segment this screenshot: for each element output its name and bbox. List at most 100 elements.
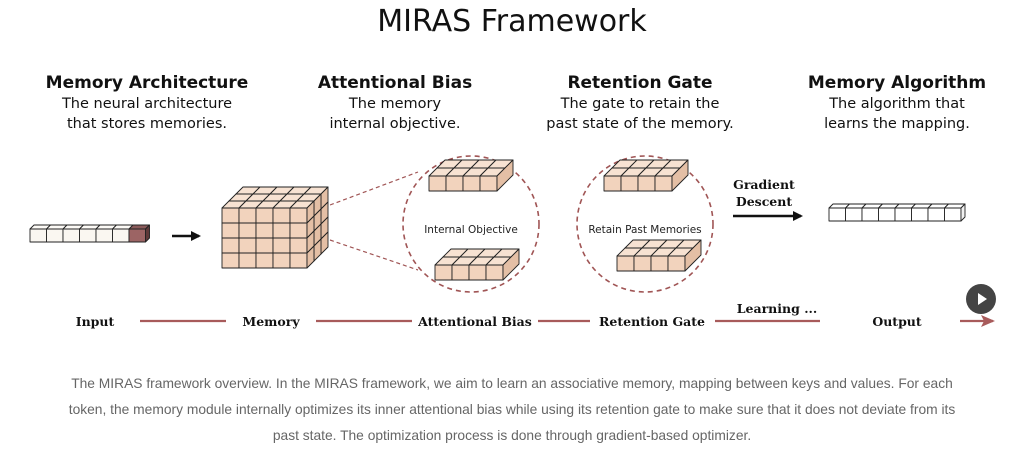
grid-front-cell bbox=[462, 175, 481, 192]
grid-front-cell bbox=[603, 175, 622, 192]
column-heading: Memory Architecture bbox=[45, 73, 249, 93]
token-cell bbox=[128, 228, 146, 243]
token-cell bbox=[878, 207, 896, 222]
token-cell bbox=[828, 207, 846, 222]
cube-cell bbox=[255, 237, 274, 254]
grid-front-cell bbox=[637, 175, 656, 192]
cube-cell bbox=[289, 207, 308, 224]
cube-cell bbox=[289, 237, 308, 254]
internal-objective-grid-top bbox=[428, 159, 514, 192]
token-cell bbox=[29, 228, 47, 243]
play-icon[interactable] bbox=[966, 284, 996, 314]
cube-cell bbox=[238, 252, 257, 269]
grid-front-cell bbox=[633, 255, 652, 272]
flow-label-retention-gate: Retention Gate bbox=[599, 314, 705, 329]
column-heading: Attentional Bias bbox=[317, 73, 473, 93]
grid-front-cell bbox=[667, 255, 686, 272]
cube-side-cell bbox=[306, 245, 315, 269]
caption-line: The MIRAS framework overview. In the MIR… bbox=[71, 376, 953, 391]
grid-front-cell bbox=[451, 264, 470, 281]
column-description-line: internal objective. bbox=[329, 116, 461, 132]
flow-label-input: Input bbox=[76, 314, 115, 329]
cube-cell bbox=[238, 222, 257, 239]
diagram-title: MIRAS Framework bbox=[377, 4, 647, 39]
token-cell bbox=[944, 207, 962, 222]
zoom-line-top bbox=[329, 171, 419, 206]
flow-label-attentional-bias: Attentional Bias bbox=[417, 314, 532, 329]
zoom-line-bottom bbox=[329, 239, 419, 271]
cube-cell bbox=[272, 252, 291, 269]
grid-side-face bbox=[671, 159, 689, 192]
grid-side-face bbox=[502, 248, 520, 281]
token-cell bbox=[79, 228, 97, 243]
grid-front-cell bbox=[616, 255, 635, 272]
column-description-line: The neural architecture bbox=[61, 96, 233, 112]
cube-cell bbox=[255, 207, 274, 224]
output-token-strip bbox=[828, 203, 966, 222]
grid-front-cell bbox=[468, 264, 487, 281]
grid-front-cell bbox=[479, 175, 498, 192]
cube-cell bbox=[238, 237, 257, 254]
caption-line: token, the memory module internally opti… bbox=[68, 402, 956, 417]
flow-label-output: Output bbox=[872, 314, 922, 329]
column-heading: Retention Gate bbox=[567, 73, 713, 93]
input-token-strip bbox=[29, 224, 150, 243]
grid-front-cell bbox=[434, 264, 453, 281]
cube-cell bbox=[221, 237, 240, 254]
retain-past-memories-label: Retain Past Memories bbox=[588, 224, 701, 236]
column-description-line: The algorithm that bbox=[829, 96, 965, 112]
cube-cell bbox=[255, 252, 274, 269]
token-cell bbox=[95, 228, 113, 243]
token-cell bbox=[894, 207, 912, 222]
cube-cell bbox=[221, 207, 240, 224]
grid-front-cell bbox=[654, 175, 673, 192]
cube-cell bbox=[255, 222, 274, 239]
retain-grid-bottom bbox=[616, 239, 702, 272]
token-cell bbox=[62, 228, 80, 243]
figure-caption: The MIRAS framework overview. In the MIR… bbox=[0, 371, 1024, 449]
internal-objective-label: Internal Objective bbox=[424, 224, 518, 236]
column-retention-gate: Retention Gate The gate to retain the pa… bbox=[530, 72, 750, 134]
cube-cell bbox=[289, 222, 308, 239]
cube-cell bbox=[238, 207, 257, 224]
gradient-label: Gradient bbox=[733, 177, 795, 192]
grid-side-face bbox=[496, 159, 514, 192]
flow-label-learning: Learning ... bbox=[737, 301, 818, 316]
grid-front-cell bbox=[650, 255, 669, 272]
column-description-line: learns the mapping. bbox=[824, 116, 970, 132]
token-cell-side bbox=[145, 224, 150, 243]
token-cell bbox=[845, 207, 863, 222]
column-description-line: The memory bbox=[348, 96, 442, 112]
grid-front-cell bbox=[428, 175, 447, 192]
grid-front-cell bbox=[485, 264, 504, 281]
column-description-line: The gate to retain the bbox=[560, 96, 720, 112]
column-memory-algorithm: Memory Algorithm The algorithm that lear… bbox=[797, 72, 997, 134]
caption-line: past state. The optimization process is … bbox=[272, 428, 752, 443]
retain-grid-top bbox=[603, 159, 689, 192]
cube-cell bbox=[221, 252, 240, 269]
internal-objective-grid-bottom bbox=[434, 248, 520, 281]
column-description-line: past state of the memory. bbox=[546, 116, 734, 132]
token-cell-side bbox=[960, 203, 966, 222]
memory-cube bbox=[221, 186, 329, 269]
flow-label-memory: Memory bbox=[242, 314, 300, 329]
column-attentional-bias: Attentional Bias The memory internal obj… bbox=[300, 72, 490, 134]
token-cell bbox=[861, 207, 879, 222]
token-cell bbox=[927, 207, 945, 222]
column-description-line: that stores memories. bbox=[66, 116, 227, 132]
cube-cell bbox=[272, 237, 291, 254]
column-heading: Memory Algorithm bbox=[807, 73, 987, 93]
cube-cell bbox=[272, 207, 291, 224]
column-memory-architecture: Memory Architecture The neural architect… bbox=[42, 72, 252, 134]
token-cell bbox=[112, 228, 130, 243]
token-cell bbox=[911, 207, 929, 222]
descent-label: Descent bbox=[736, 194, 792, 209]
token-cell bbox=[46, 228, 64, 243]
cube-cell bbox=[221, 222, 240, 239]
cube-cell bbox=[289, 252, 308, 269]
grid-side-face bbox=[684, 239, 702, 272]
cube-cell bbox=[272, 222, 291, 239]
grid-front-cell bbox=[445, 175, 464, 192]
grid-front-cell bbox=[620, 175, 639, 192]
